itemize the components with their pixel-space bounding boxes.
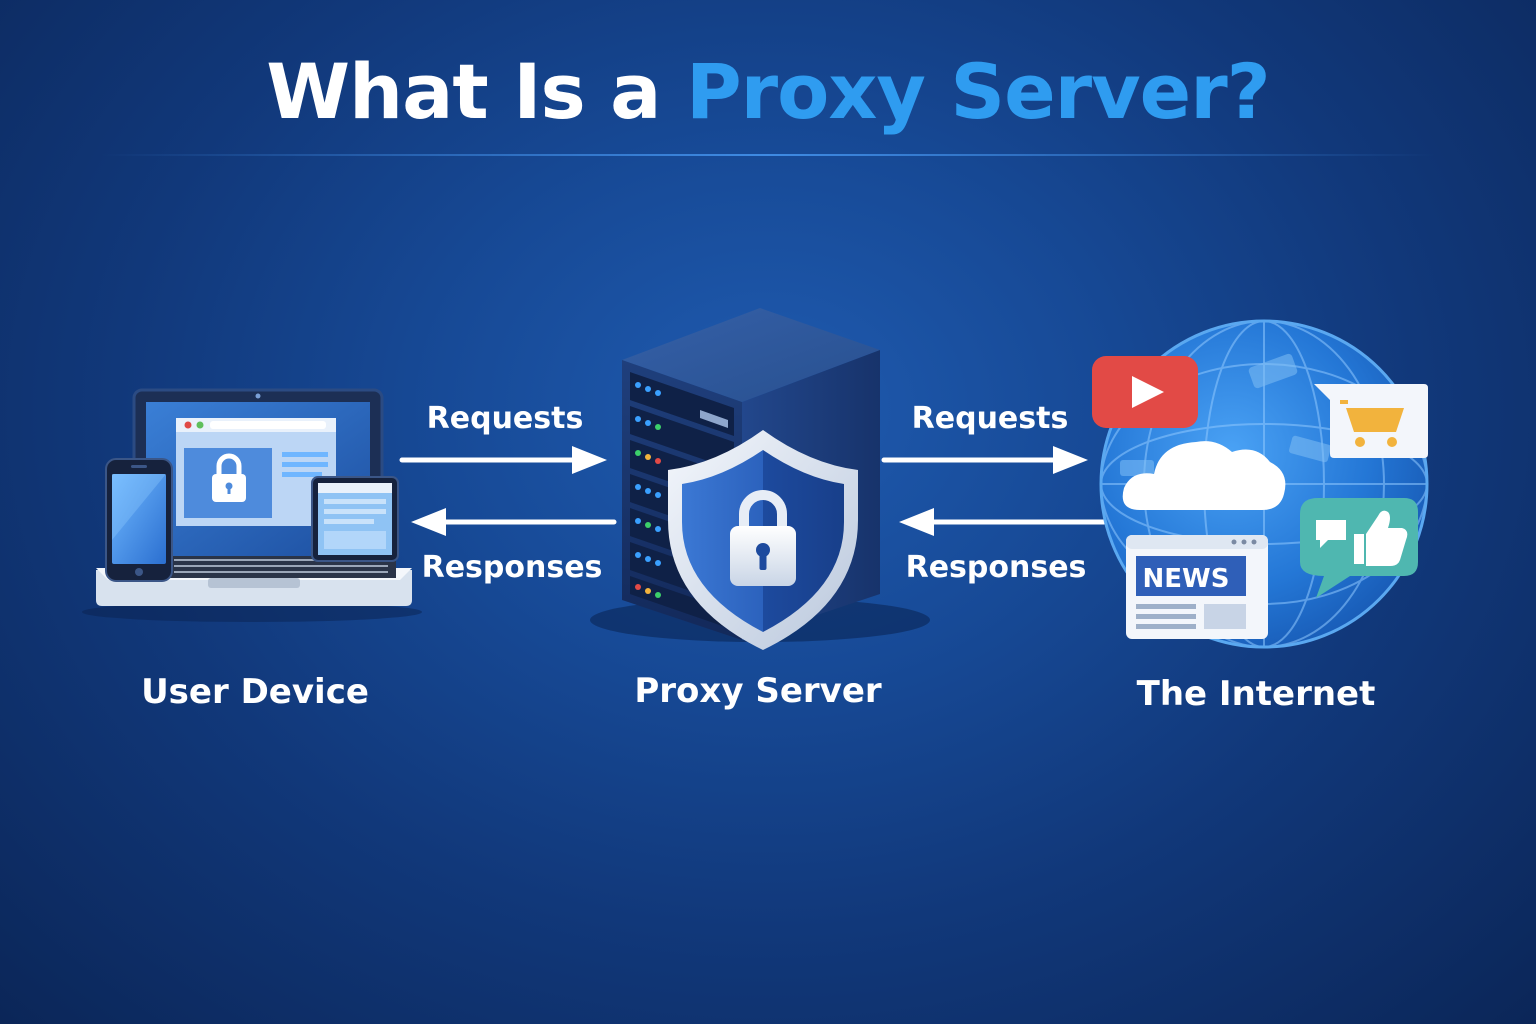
user-device-group [82, 388, 422, 622]
tablet-icon [311, 476, 399, 562]
proxy-server-label: Proxy Server [634, 671, 882, 711]
left-requests-label: Requests [426, 401, 584, 436]
right-responses-label: Responses [905, 550, 1087, 585]
internet-group: NEWS [1092, 319, 1429, 649]
internet-label: The Internet [1136, 674, 1376, 714]
lock-icon [212, 453, 246, 502]
shield-icon [668, 430, 858, 650]
video-play-icon [1092, 356, 1198, 428]
cloud-icon [1122, 441, 1286, 510]
title-part-1: What Is a [266, 47, 686, 136]
page-title: What Is a Proxy Server? [0, 42, 1536, 142]
right-requests-label: Requests [911, 401, 1069, 436]
user-device-label: User Device [141, 672, 369, 712]
server-status-lights [635, 382, 661, 598]
title-divider [100, 154, 1436, 156]
shield-lock-icon [730, 490, 796, 586]
shopping-cart-icon [1314, 384, 1428, 458]
title-part-2: Proxy Server? [685, 47, 1271, 136]
smartphone-icon [105, 458, 173, 582]
left-request-arrow [399, 446, 607, 474]
left-response-arrow [411, 508, 617, 536]
right-response-arrow [899, 508, 1107, 536]
news-label: NEWS [1143, 564, 1230, 594]
chat-like-icon [1300, 498, 1418, 598]
news-icon: NEWS [1126, 535, 1268, 639]
left-responses-label: Responses [421, 550, 603, 585]
right-request-arrow [881, 446, 1088, 474]
proxy-server-group [590, 308, 930, 650]
